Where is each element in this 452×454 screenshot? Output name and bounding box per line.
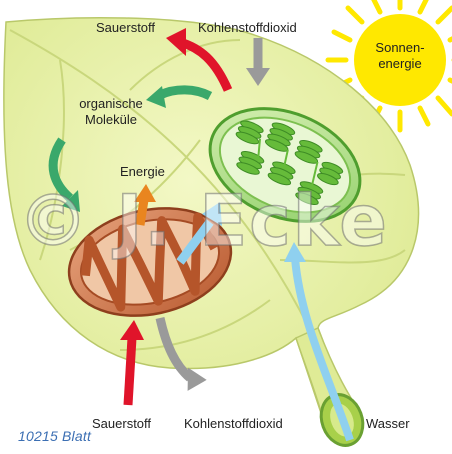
arrow-water <box>284 242 354 442</box>
label-sun-line2: energie <box>378 56 422 72</box>
label-co2-top: Kohlenstoffdioxid <box>198 20 297 35</box>
label-sun-line1: Sonnen- <box>375 40 425 55</box>
label-oxygen-top: Sauerstoff <box>96 20 156 35</box>
label-oxygen-bottom: Sauerstoff <box>92 416 152 431</box>
label-energy: Energie <box>120 164 165 179</box>
mitochondrion <box>67 207 233 317</box>
arrow-oxygen-out <box>166 28 233 92</box>
label-co2-bottom: Kohlenstoffdioxid <box>184 416 283 431</box>
chloroplast <box>208 107 362 223</box>
label-organic-line2: Moleküle <box>84 111 138 127</box>
arrow-oxygen-in <box>120 320 144 406</box>
arrow-co2-to-chloroplast <box>176 202 222 265</box>
thylakoid-stacks <box>235 120 344 206</box>
caption: 10215 Blatt <box>18 428 92 444</box>
label-organic-molecules: organische Moleküle <box>66 96 156 127</box>
arrow-co2-in <box>246 38 270 86</box>
arrow-organic-molecules <box>146 85 213 108</box>
sun-disc <box>354 14 446 106</box>
label-sun-energy: Sonnen- energie <box>366 40 434 73</box>
label-organic-line1: organische <box>79 96 143 111</box>
arrow-organic-to-mitochondrion <box>48 137 80 212</box>
arrow-co2-out <box>155 317 207 391</box>
label-water: Wasser <box>366 416 410 431</box>
arrow-energy <box>134 184 156 226</box>
cristae <box>80 212 219 312</box>
